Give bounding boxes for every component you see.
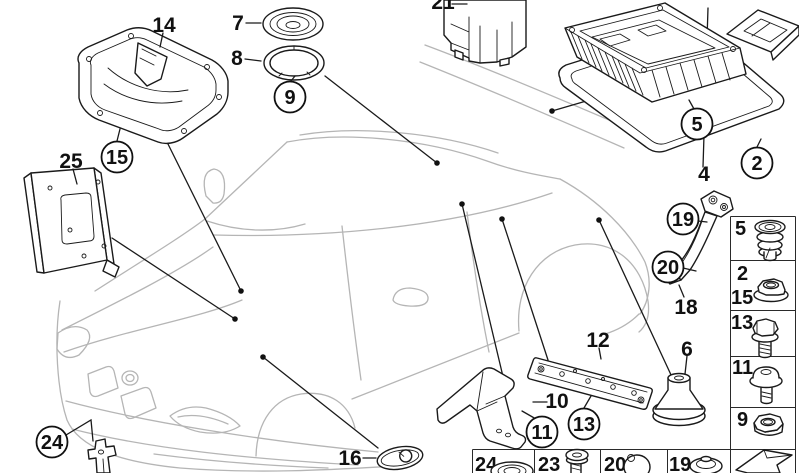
label-7[interactable]: 7 bbox=[232, 12, 244, 35]
part-5-luggage-tray bbox=[564, 2, 747, 103]
callout-5[interactable]: 5 bbox=[680, 107, 714, 141]
callout-13[interactable]: 13 bbox=[567, 407, 601, 441]
hex-bolt-icon bbox=[751, 318, 779, 359]
table-cell-19: 19 bbox=[669, 454, 723, 473]
svg-text:13[interactable]: 13 bbox=[573, 414, 595, 436]
leader-lines bbox=[65, 7, 709, 449]
label-18[interactable]: 18 bbox=[674, 296, 698, 319]
trunk-body-curve bbox=[419, 61, 625, 149]
part-14-panel bbox=[77, 27, 229, 145]
expanding-rivet-icon bbox=[754, 219, 786, 262]
table-label-19[interactable]: 19 bbox=[669, 454, 691, 473]
table-label-5[interactable]: 5 bbox=[735, 218, 746, 240]
part-21-housing-box bbox=[443, 0, 527, 67]
svg-text:9[interactable]: 9 bbox=[284, 87, 295, 109]
table-cell-13: 13 bbox=[731, 312, 779, 359]
table-cell-11: 11 bbox=[732, 357, 783, 405]
label-8[interactable]: 8 bbox=[231, 47, 243, 70]
svg-text:15[interactable]: 15 bbox=[106, 147, 128, 169]
label-14[interactable]: 14 bbox=[152, 14, 176, 37]
callout-15[interactable]: 15 bbox=[100, 140, 134, 174]
table-cell-arrow bbox=[735, 449, 793, 473]
table-cell-9: 9 bbox=[737, 409, 784, 436]
washer-head-screw-icon bbox=[749, 366, 783, 405]
hex-nut-icon bbox=[753, 413, 784, 436]
headlight-left bbox=[56, 326, 91, 359]
callout-2[interactable]: 2 bbox=[740, 146, 774, 180]
part-12-support-plate bbox=[527, 357, 653, 410]
label-6[interactable]: 6 bbox=[681, 338, 693, 361]
table-label-2[interactable]: 2 bbox=[737, 263, 748, 285]
table-cell-20: 20 bbox=[604, 454, 651, 473]
callout-24[interactable]: 24 bbox=[35, 425, 69, 459]
kidney-grille-right bbox=[120, 386, 157, 420]
label-leader-lines bbox=[72, 3, 762, 459]
callout-11[interactable]: 11 bbox=[525, 415, 559, 449]
part-10-bracket bbox=[436, 367, 527, 450]
part-number-labels: 14 7 8 25 21 4 18 12 6 10 16 bbox=[59, 0, 710, 470]
label-21[interactable]: 21 bbox=[431, 0, 455, 14]
callout-20[interactable]: 20 bbox=[651, 250, 685, 284]
ball-cap-icon bbox=[623, 454, 651, 473]
table-label-15[interactable]: 15 bbox=[731, 287, 753, 309]
callout-9[interactable]: 9 bbox=[273, 80, 307, 114]
table-label-9[interactable]: 9 bbox=[737, 409, 748, 431]
rear-wheel-arch bbox=[517, 243, 650, 333]
part-25-bracket bbox=[23, 167, 120, 278]
svg-text:24[interactable]: 24 bbox=[41, 432, 64, 454]
callout-19[interactable]: 19 bbox=[666, 202, 700, 236]
part-6-rubber-buffer bbox=[652, 372, 706, 427]
label-10[interactable]: 10 bbox=[545, 390, 568, 413]
continuation-arrow-icon bbox=[735, 449, 793, 473]
bmw-emblem bbox=[121, 370, 139, 386]
front-wheel-arch bbox=[255, 392, 356, 457]
label-4[interactable]: 4 bbox=[698, 163, 710, 186]
grommet-icon bbox=[490, 461, 534, 473]
dome-grommet-icon bbox=[689, 455, 723, 473]
fastener-table: 5 2 15 13 bbox=[472, 216, 796, 473]
table-cell-2-15: 2 15 bbox=[731, 263, 789, 309]
table-label-13[interactable]: 13 bbox=[731, 312, 753, 334]
headlight-right bbox=[169, 406, 241, 434]
label-12[interactable]: 12 bbox=[586, 329, 609, 352]
pan-head-screw-icon bbox=[565, 448, 589, 473]
kidney-grille-left bbox=[87, 365, 119, 398]
circled-callouts: 15 9 5 2 19 20 13 11 bbox=[35, 80, 774, 459]
table-cell-5: 5 bbox=[735, 218, 786, 262]
side-mirror-near bbox=[203, 168, 226, 204]
side-mirror-far bbox=[392, 287, 429, 307]
table-label-20[interactable]: 20 bbox=[604, 454, 626, 473]
part-24-bracket bbox=[87, 438, 117, 473]
table-label-23[interactable]: 23 bbox=[538, 454, 560, 473]
svg-text:5[interactable]: 5 bbox=[691, 114, 702, 136]
part-8-seal-ring bbox=[263, 45, 325, 81]
svg-text:11[interactable]: 11 bbox=[531, 422, 552, 444]
part-corner-panel bbox=[726, 9, 799, 61]
part-16-oval-plate bbox=[376, 445, 424, 471]
table-cell-23: 23 bbox=[538, 448, 589, 473]
label-16[interactable]: 16 bbox=[338, 447, 361, 470]
svg-text:19[interactable]: 19 bbox=[672, 209, 694, 231]
table-label-11[interactable]: 11 bbox=[732, 357, 753, 379]
label-25[interactable]: 25 bbox=[59, 150, 83, 173]
table-cell-24: 24 bbox=[475, 454, 534, 473]
part-7-grommet-cap bbox=[262, 7, 324, 41]
svg-text:2[interactable]: 2 bbox=[751, 153, 762, 175]
svg-text:20[interactable]: 20 bbox=[657, 257, 679, 279]
flange-nut-icon bbox=[753, 278, 789, 303]
